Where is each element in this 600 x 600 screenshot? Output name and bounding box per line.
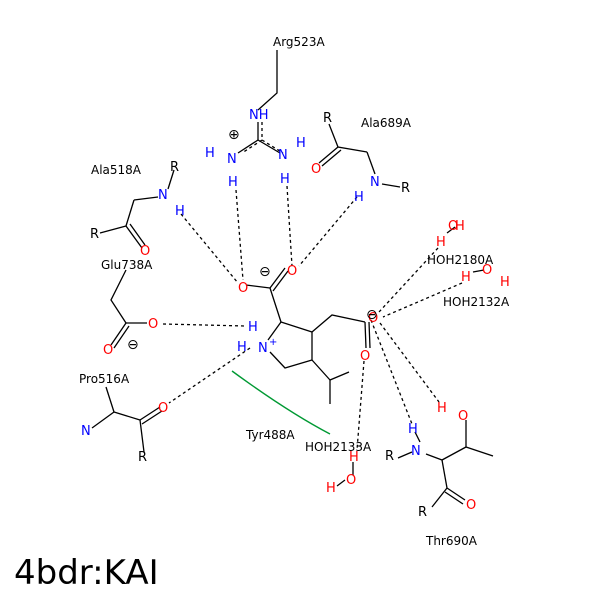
hoh2180-o-atom: O — [448, 219, 458, 234]
thr690-h1-atom: H — [437, 401, 447, 416]
arg523-positive-charge: ⊕ — [228, 127, 240, 143]
ligand-h2-atom: H — [237, 340, 247, 355]
ligand-side-carboxylate-negative-charge: ⊖ — [366, 307, 378, 323]
ligand-carboxylate-negative-charge: ⊖ — [259, 264, 271, 280]
ligand-h1-atom: H — [248, 320, 258, 335]
hoh2133-h1-atom: H — [349, 450, 359, 465]
arg523-h2b-atom: H — [280, 172, 290, 187]
arg523-n1-atom: N — [227, 152, 237, 167]
ligand-o2-atom: O — [287, 264, 297, 279]
glu738-o2-atom: O — [103, 343, 113, 358]
hoh2133-h2-atom: H — [326, 481, 336, 496]
arg523-nh-atom: NH — [249, 108, 269, 123]
atoms: NH N H H N H H R O N H R R N H R O O O N… — [81, 108, 510, 520]
arg523-h2a-atom: H — [296, 136, 306, 151]
ligand-o3-atom: O — [368, 311, 378, 326]
thr690-o-atom: O — [458, 409, 468, 424]
ala689-h-atom: H — [354, 190, 364, 205]
ala689-n-atom: N — [370, 175, 380, 190]
residue-label-ala518: Ala518A — [91, 163, 142, 177]
glu738-o1-atom: O — [148, 317, 158, 332]
pro516-r-atom: R — [138, 450, 147, 465]
arg523-n2-atom: N — [278, 148, 288, 163]
residue-labels: Arg523A Ala689A Ala518A Glu738A HOH2180A… — [79, 35, 510, 548]
hoh2133-o-atom: O — [346, 473, 356, 488]
hoh2180-h1-atom: H — [436, 235, 446, 250]
pro516-o-atom: O — [158, 401, 168, 416]
ala689-r-atom: R — [323, 111, 332, 126]
thr690-h2-atom: H — [408, 422, 418, 437]
hoh2132-h1-atom: H — [461, 270, 471, 285]
thr690-o2-atom: O — [466, 498, 476, 513]
arg523-h1b-atom: H — [228, 175, 238, 190]
thr690-n-atom: N — [411, 444, 421, 459]
residue-label-pro516: Pro516A — [79, 372, 130, 386]
diagram-title: 4bdr:KAI — [14, 553, 159, 593]
ligand-n-plus-sign: + — [269, 337, 277, 348]
arg523-h1a-atom: H — [205, 146, 215, 161]
glu738-negative-charge: ⊖ — [127, 337, 139, 353]
ligand-o4-atom: O — [360, 349, 370, 364]
thr690-r2-atom: R — [418, 505, 427, 520]
charges: ⊕ ⊖ ⊖ ⊖ — [127, 127, 378, 353]
hoh2180-h2-atom: H — [455, 219, 465, 234]
residue-label-arg523: Arg523A — [273, 35, 325, 49]
residue-label-tyr488: Tyr488A — [245, 428, 295, 442]
hoh2132-o-atom: O — [482, 263, 492, 278]
pro516-n-atom: N — [81, 424, 91, 439]
ala518-h-atom: H — [175, 204, 185, 219]
ala518-r-atom: R — [170, 160, 179, 175]
thr690-r1-atom: R — [385, 449, 394, 464]
ligand-o1-atom: O — [238, 281, 248, 296]
ala518-n-atom: N — [158, 188, 168, 203]
residue-label-hoh2133: HOH2133A — [305, 440, 372, 454]
ala518-o-atom: O — [140, 244, 150, 259]
hydrogen-bonds — [162, 185, 463, 451]
ala518-r2-atom: R — [90, 227, 99, 242]
bonds — [91, 50, 494, 508]
ala689-o-atom: O — [311, 162, 321, 177]
residue-label-thr690: Thr690A — [425, 534, 478, 548]
residue-label-hoh2132: HOH2132A — [443, 295, 510, 309]
residue-label-glu738: Glu738A — [101, 258, 153, 272]
ligand-n-atom: N — [258, 341, 268, 356]
hoh2132-h2-atom: H — [500, 275, 510, 290]
ala689-r2-atom: R — [401, 181, 410, 196]
residue-label-hoh2180: HOH2180A — [427, 253, 494, 267]
hydrophobic-contact-arc — [231, 370, 331, 435]
residue-label-ala689: Ala689A — [361, 116, 412, 130]
